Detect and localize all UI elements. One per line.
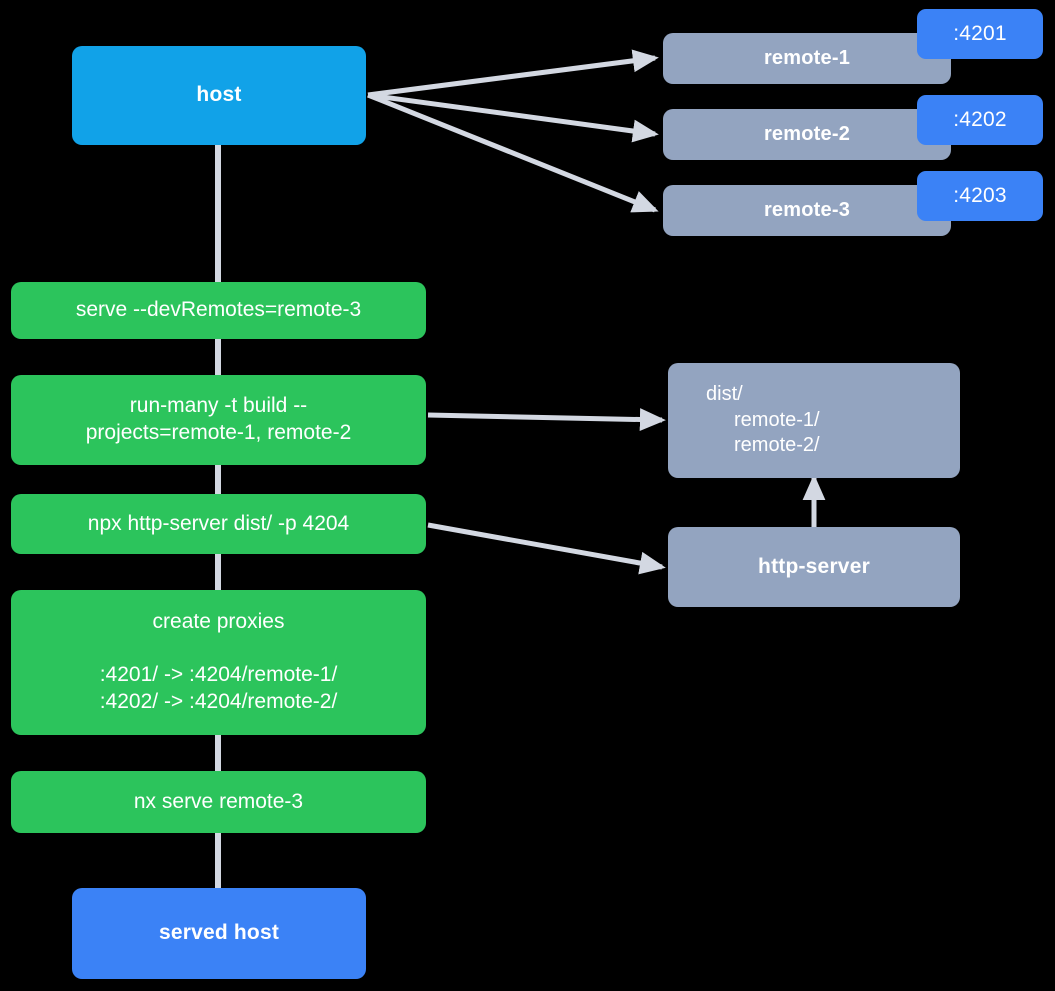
- proxy-mapping-4202: :4202/ -> :4204/remote-2/: [99, 689, 338, 713]
- badge-remote-3-port: :4203: [917, 171, 1043, 221]
- node-command-run-many[interactable]: run-many -t build -- projects=remote-1, …: [11, 375, 426, 465]
- node-command-serve-label: serve --devRemotes=remote-3: [75, 298, 362, 322]
- node-served-host[interactable]: served host: [72, 888, 366, 979]
- dist-path-remote-2: remote-2/: [734, 434, 820, 457]
- node-served-host-label: served host: [158, 921, 280, 945]
- node-command-serve[interactable]: serve --devRemotes=remote-3: [11, 282, 426, 339]
- host-to-remotes-connectors: [367, 49, 659, 213]
- node-http-server-label: http-server: [758, 554, 870, 578]
- dist-path-remote-1: remote-1/: [734, 408, 820, 431]
- node-command-create-proxies[interactable]: create proxies :4201/ -> :4204/remote-1/…: [11, 590, 426, 735]
- node-command-npx-http-server-label: npx http-server dist/ -p 4204: [87, 511, 350, 535]
- badge-remote-2-port-label: :4202: [953, 108, 1007, 131]
- badge-remote-1-port-label: :4201: [953, 22, 1007, 45]
- node-remote-3-label: remote-3: [763, 198, 851, 221]
- node-command-nx-serve-remote-3[interactable]: nx serve remote-3: [11, 771, 426, 833]
- proxy-mapping-4201: :4201/ -> :4204/remote-1/: [99, 663, 338, 687]
- node-dist-folder[interactable]: dist/ remote-1/ remote-2/: [668, 363, 960, 478]
- node-command-create-proxies-label: create proxies: [152, 610, 285, 634]
- node-remote-3[interactable]: remote-3: [663, 185, 951, 236]
- node-remote-2-label: remote-2: [763, 122, 851, 145]
- dist-path-root: dist/: [706, 383, 743, 406]
- npx-to-httpserver-connector: [427, 522, 666, 575]
- node-command-run-many-label-line1: run-many -t build --: [129, 394, 308, 418]
- node-command-npx-http-server[interactable]: npx http-server dist/ -p 4204: [11, 494, 426, 554]
- node-command-run-many-label-line2: projects=remote-1, remote-2: [85, 421, 352, 444]
- node-remote-2[interactable]: remote-2: [663, 109, 951, 160]
- node-host-label: host: [196, 83, 242, 107]
- node-host[interactable]: host: [72, 46, 366, 145]
- node-remote-1[interactable]: remote-1: [663, 33, 951, 84]
- node-command-nx-serve-remote-3-label: nx serve remote-3: [133, 789, 304, 813]
- badge-remote-1-port: :4201: [917, 9, 1043, 59]
- runmany-to-dist-connector: [427, 408, 666, 431]
- badge-remote-3-port-label: :4203: [953, 184, 1007, 207]
- node-remote-1-label: remote-1: [763, 46, 851, 69]
- node-http-server[interactable]: http-server: [668, 527, 960, 607]
- badge-remote-2-port: :4202: [917, 95, 1043, 145]
